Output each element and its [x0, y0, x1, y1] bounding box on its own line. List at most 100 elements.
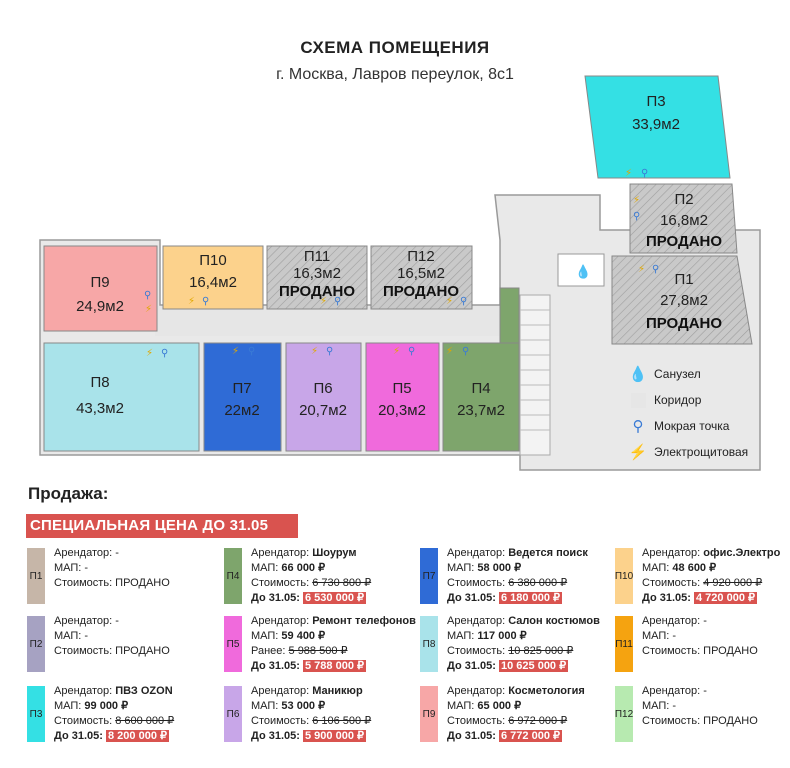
wet-point-icon: ⚲: [334, 296, 341, 307]
electrical-icon: ⚡: [393, 346, 400, 357]
sale-card-p9: П9 Арендатор: Косметология МАП: 65 000 ₽…: [420, 684, 610, 742]
wet-point-icon: ⚲: [632, 418, 644, 435]
electrical-icon: ⚡: [320, 296, 327, 307]
sale-card-p6: П6 Арендатор: Маникюр МАП: 53 000 ₽ Стои…: [224, 684, 414, 742]
room-p9[interactable]: [43, 245, 158, 332]
wet-point-icon: ⚲: [460, 296, 467, 307]
special-price-banner: СПЕЦИАЛЬНАЯ ЦЕНА ДО 31.05: [26, 514, 298, 538]
sale-card-p10: П10 Арендатор: офис.Электро МАП: 48 600 …: [614, 547, 781, 604]
special-price: 5 900 000 ₽: [303, 730, 366, 742]
wet-point-icon: ⚲: [408, 346, 415, 357]
room-p12-label: П12: [407, 248, 434, 265]
water-drop-icon: 💧: [628, 366, 648, 383]
room-p1-status: ПРОДАНО: [646, 315, 722, 332]
room-p3[interactable]: [584, 75, 731, 179]
electrical-icon: ⚡: [311, 346, 318, 357]
room-p10-area: 16,4м2: [189, 274, 237, 291]
electrical-icon: ⚡: [188, 296, 195, 307]
room-p3-label: П3: [646, 93, 665, 110]
room-p7[interactable]: [203, 342, 282, 452]
special-price: 6 772 000 ₽: [499, 730, 562, 742]
room-chip: П10: [615, 548, 633, 604]
room-chip: П4: [224, 548, 242, 604]
room-p2[interactable]: [629, 183, 738, 254]
room-p3-area: 33,9м2: [632, 116, 680, 133]
legend-wc: Санузел: [654, 367, 701, 381]
special-price: 5 788 000 ₽: [303, 660, 366, 672]
room-p5[interactable]: [365, 342, 440, 452]
room-chip: П7: [420, 548, 438, 604]
room-p1[interactable]: [611, 255, 753, 345]
room-chip: П5: [224, 616, 242, 672]
floor-plan: П3 33,9м2 П2 16,8м2 ПРОДАНО П1 27,8м2 ПР…: [39, 75, 761, 471]
room-p1-label: П1: [674, 271, 693, 288]
room-chip: П6: [224, 686, 242, 742]
sale-card-p4: П4 Арендатор: Шоурум МАП: 66 000 ₽ Стоим…: [224, 546, 414, 604]
corridor-swatch-icon: [628, 390, 648, 410]
wet-point-icon: ⚲: [641, 168, 648, 179]
room-p2-label: П2: [674, 191, 693, 208]
wet-point-icon: ⚲: [161, 348, 168, 359]
special-price: 8 200 000 ₽: [106, 730, 169, 742]
room-p10-label: П10: [199, 252, 226, 269]
room-p7-label: П7: [232, 380, 251, 397]
electrical-icon: ⚡: [446, 346, 453, 357]
wet-point-icon: ⚲: [326, 346, 333, 357]
room-p6-area: 20,7м2: [299, 402, 347, 419]
room-chip: П3: [27, 686, 45, 742]
water-drop-icon: 💧: [575, 264, 591, 280]
special-price: 6 180 000 ₽: [499, 592, 562, 604]
legend-wet-point: Мокрая точка: [654, 419, 730, 433]
room-chip: П2: [27, 616, 45, 672]
room-p10[interactable]: [162, 245, 264, 310]
room-p12-area: 16,5м2: [397, 265, 445, 282]
room-p2-area: 16,8м2: [660, 212, 708, 229]
electrical-icon: ⚡: [145, 304, 152, 315]
room-p4-area: 23,7м2: [457, 402, 505, 419]
sale-card-p5: П5 Арендатор: Ремонт телефонов МАП: 59 4…: [224, 614, 416, 672]
electrical-icon: ⚡: [638, 264, 645, 275]
sale-card-p11: П11 Арендатор: - МАП: - Стоимость: ПРОДА…: [615, 614, 790, 672]
sale-card-p7: П7 Арендатор: Ведется поиск МАП: 58 000 …: [420, 546, 610, 604]
room-p6[interactable]: [285, 342, 362, 452]
room-p2-status: ПРОДАНО: [646, 233, 722, 250]
page-title: СХЕМА ПОМЕЩЕНИЯ: [300, 38, 490, 57]
wet-point-icon: ⚲: [652, 264, 659, 275]
electrical-icon: ⚡: [146, 348, 153, 359]
room-p1-area: 27,8м2: [660, 292, 708, 309]
room-p9-area: 24,9м2: [76, 298, 124, 315]
room-p5-area: 20,3м2: [378, 402, 426, 419]
electrical-icon: ⚡: [232, 346, 239, 357]
electrical-icon: ⚡: [625, 168, 632, 179]
room-chip: П1: [27, 548, 45, 604]
room-p8-label: П8: [90, 374, 109, 391]
room-chip: П11: [615, 616, 633, 672]
sale-card-p2: П2 Арендатор: - МАП: - Стоимость: ПРОДАН…: [27, 614, 217, 672]
sale-card-p12: П12 Арендатор: - МАП: - Стоимость: ПРОДА…: [615, 684, 790, 742]
wet-point-icon: ⚲: [202, 296, 209, 307]
special-price: 6 530 000 ₽: [303, 592, 366, 604]
room-p8[interactable]: [43, 342, 200, 452]
wet-point-icon: ⚲: [144, 290, 151, 301]
sales-title: Продажа:: [28, 484, 109, 503]
legend: 💧 Санузел Коридор ⚲ Мокрая точка ⚡ Элект…: [628, 364, 788, 464]
room-p4[interactable]: [442, 342, 520, 452]
electrical-icon: ⚡: [633, 195, 640, 206]
electrical-icon: ⚡: [446, 296, 453, 307]
room-chip: П8: [420, 616, 438, 672]
wet-point-icon: ⚲: [462, 346, 469, 357]
room-p5-label: П5: [392, 380, 411, 397]
room-p4-label: П4: [471, 380, 490, 397]
room-p12[interactable]: [370, 245, 473, 310]
room-p12-status: ПРОДАНО: [383, 283, 459, 300]
room-p11-status: ПРОДАНО: [279, 283, 355, 300]
sale-card-p8: П8 Арендатор: Салон костюмов МАП: 117 00…: [420, 614, 610, 672]
legend-electrical: Электрощитовая: [654, 445, 749, 459]
address: г. Москва, Лавров переулок, 8с1: [276, 66, 514, 83]
room-p11-area: 16,3м2: [293, 265, 341, 282]
room-p6-label: П6: [313, 380, 332, 397]
sale-card-p1: П1 Арендатор: - МАП: - Стоимость: ПРОДАН…: [27, 546, 217, 604]
room-p8-area: 43,3м2: [76, 400, 124, 417]
wet-point-icon: ⚲: [248, 346, 255, 357]
room-p11[interactable]: [266, 245, 368, 310]
